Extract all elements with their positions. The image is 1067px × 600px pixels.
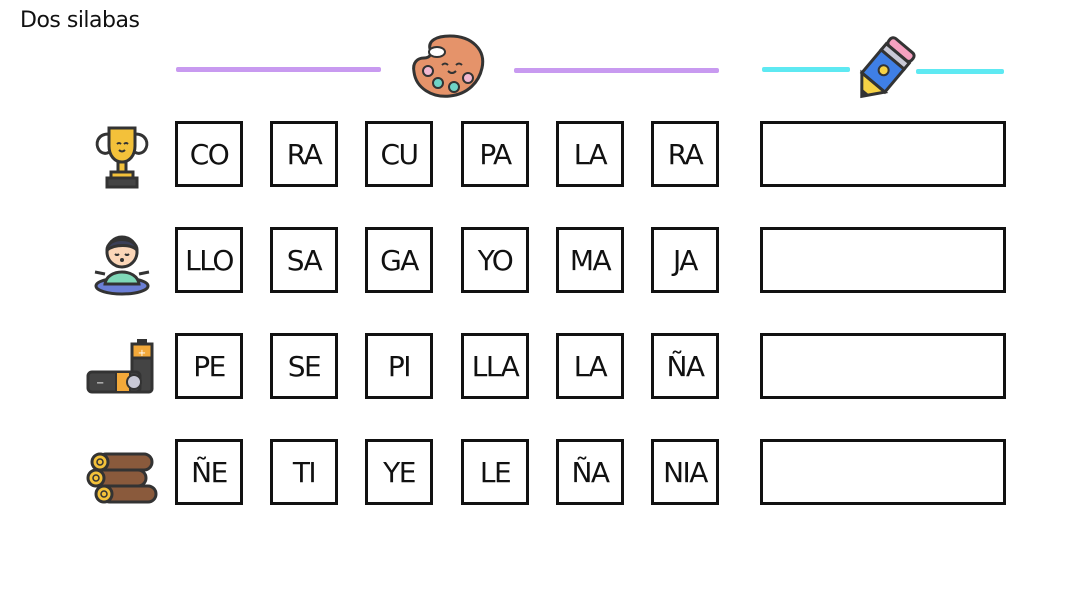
pencil-icon: [846, 36, 920, 106]
exercise-row-2: LLO SA GA YO MA JA: [0, 227, 1067, 297]
syllable-box[interactable]: YO: [461, 227, 529, 293]
syllable-box[interactable]: PE: [175, 333, 243, 399]
syllable-box[interactable]: CU: [365, 121, 433, 187]
exercise-row-1: CO RA CU PA LA RA: [0, 121, 1067, 191]
purple-line-left: [176, 67, 381, 72]
palette-icon: [410, 32, 488, 100]
syllable-box[interactable]: NIA: [651, 439, 719, 505]
syllable-box[interactable]: LA: [556, 121, 624, 187]
syllable-box[interactable]: RA: [270, 121, 338, 187]
cyan-line-right: [916, 69, 1004, 74]
purple-line-right: [514, 68, 719, 73]
trophy-icon: [84, 121, 160, 191]
answer-box[interactable]: [760, 439, 1006, 505]
syllable-box[interactable]: RA: [651, 121, 719, 187]
battery-icon: + −: [84, 333, 160, 403]
svg-text:−: −: [96, 378, 104, 389]
syllable-box[interactable]: JA: [651, 227, 719, 293]
logs-icon: [84, 439, 160, 509]
exercise-row-3: + − PE SE PI LLA LA ÑA: [0, 333, 1067, 403]
syllable-box[interactable]: LA: [556, 333, 624, 399]
syllable-box[interactable]: SE: [270, 333, 338, 399]
answer-box[interactable]: [760, 121, 1006, 187]
syllable-box[interactable]: GA: [365, 227, 433, 293]
syllable-box[interactable]: CO: [175, 121, 243, 187]
cyan-line-left: [762, 67, 850, 72]
syllable-box[interactable]: MA: [556, 227, 624, 293]
syllable-box[interactable]: SA: [270, 227, 338, 293]
syllable-box[interactable]: ÑE: [175, 439, 243, 505]
exercise-row-4: ÑE TI YE LE ÑA NIA: [0, 439, 1067, 509]
meditating-child-icon: [84, 227, 160, 297]
syllable-box[interactable]: LLA: [461, 333, 529, 399]
syllable-box[interactable]: PI: [365, 333, 433, 399]
syllable-box[interactable]: ÑA: [651, 333, 719, 399]
syllable-box[interactable]: LE: [461, 439, 529, 505]
syllable-box[interactable]: PA: [461, 121, 529, 187]
syllable-box[interactable]: LLO: [175, 227, 243, 293]
answer-box[interactable]: [760, 333, 1006, 399]
syllable-box[interactable]: YE: [365, 439, 433, 505]
answer-box[interactable]: [760, 227, 1006, 293]
syllable-box[interactable]: TI: [270, 439, 338, 505]
page-title: Dos silabas: [20, 8, 140, 33]
svg-text:+: +: [138, 348, 146, 359]
syllable-box[interactable]: ÑA: [556, 439, 624, 505]
